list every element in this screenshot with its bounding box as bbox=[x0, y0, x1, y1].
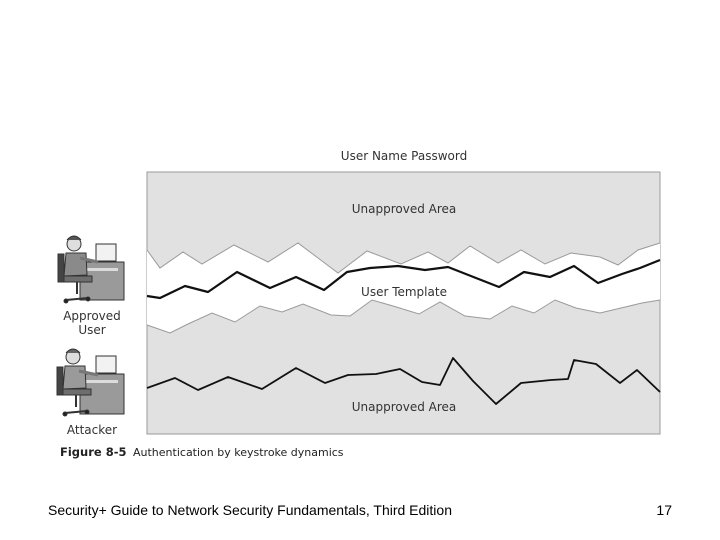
approved-user-keystroke-line bbox=[146, 258, 661, 300]
figure-caption: Authentication by keystroke dynamics bbox=[133, 446, 344, 459]
upper-boundary-line bbox=[146, 242, 661, 274]
attacker-keystroke-line bbox=[146, 357, 661, 405]
footer-page-number: 17 bbox=[656, 502, 672, 518]
user-template-band bbox=[147, 243, 660, 333]
bottom-region-label: Unapproved Area bbox=[352, 400, 457, 414]
attacker-at-computer-icon bbox=[56, 348, 125, 417]
attacker-label: Attacker bbox=[67, 423, 117, 437]
approved-user-label-line2: User bbox=[78, 323, 105, 337]
lower-boundary-line bbox=[146, 299, 661, 334]
approved-user-label-line1: Approved bbox=[63, 309, 121, 323]
user-template-label: User Template bbox=[361, 285, 447, 299]
figure-number: Figure 8-5 bbox=[60, 445, 126, 459]
top-region-label: Unapproved Area bbox=[352, 202, 457, 216]
approved-user-at-computer-icon bbox=[57, 235, 125, 304]
footer-book-title: Security+ Guide to Network Security Fund… bbox=[48, 502, 452, 518]
header-label: User Name Password bbox=[341, 149, 467, 163]
